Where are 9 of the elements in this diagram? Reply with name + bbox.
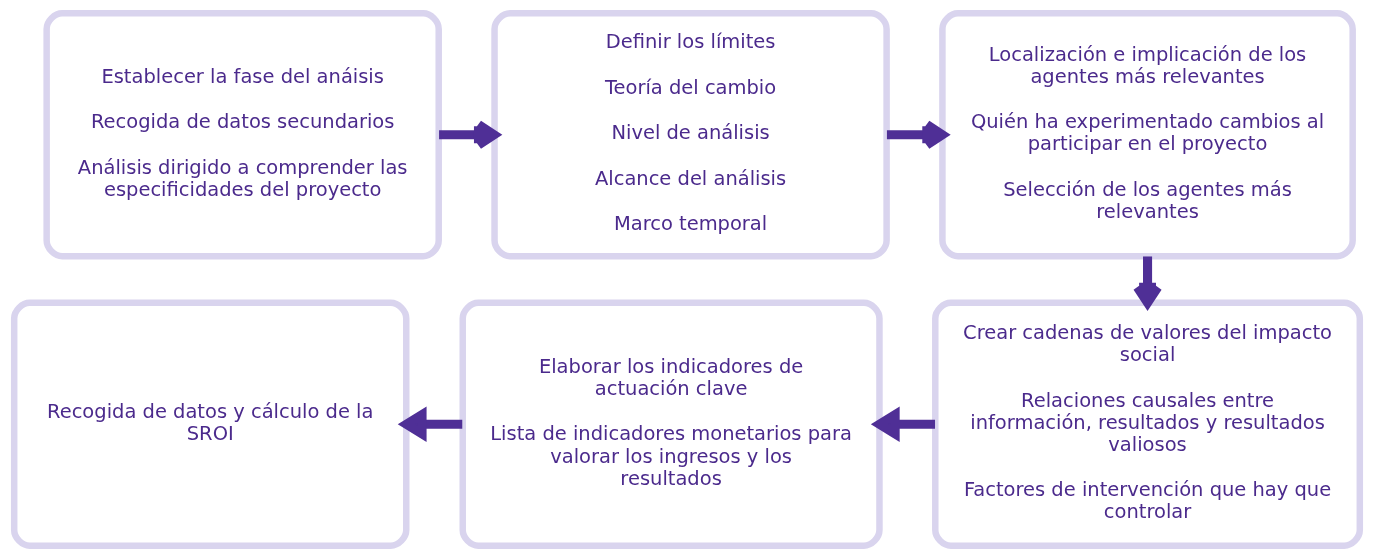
- node-box: Establecer la fase del anáisis Recogida de datos secundarios Análisis dirigido a comprender las especificidades del proyecto: [42, 10, 442, 260]
- arrow: [870, 406, 935, 442]
- arrow: [397, 406, 462, 442]
- node-box: Definir los límites Teoría del cambio Nivel de análisis Alcance del análisis Marco temporal: [490, 10, 890, 260]
- node-box: Localización e implicación de los agentes más relevantes Quién ha experimentado cambios al participar en el proyecto Selección de los agentes más relevantes: [938, 10, 1356, 260]
- node-box: Elaborar los indicadores de actuación clave Lista de indicadores monetarios para valorar los ingresos y los resultados: [459, 299, 883, 549]
- node-box: Recogida de datos y cálculo de la SROI: [10, 299, 409, 549]
- arrow: [1132, 256, 1162, 308]
- node-box: Crear cadenas de valores del impacto social Relaciones causales entre información, resultados y resultados valiosos Factores de intervención que hay que controlar: [931, 299, 1363, 549]
